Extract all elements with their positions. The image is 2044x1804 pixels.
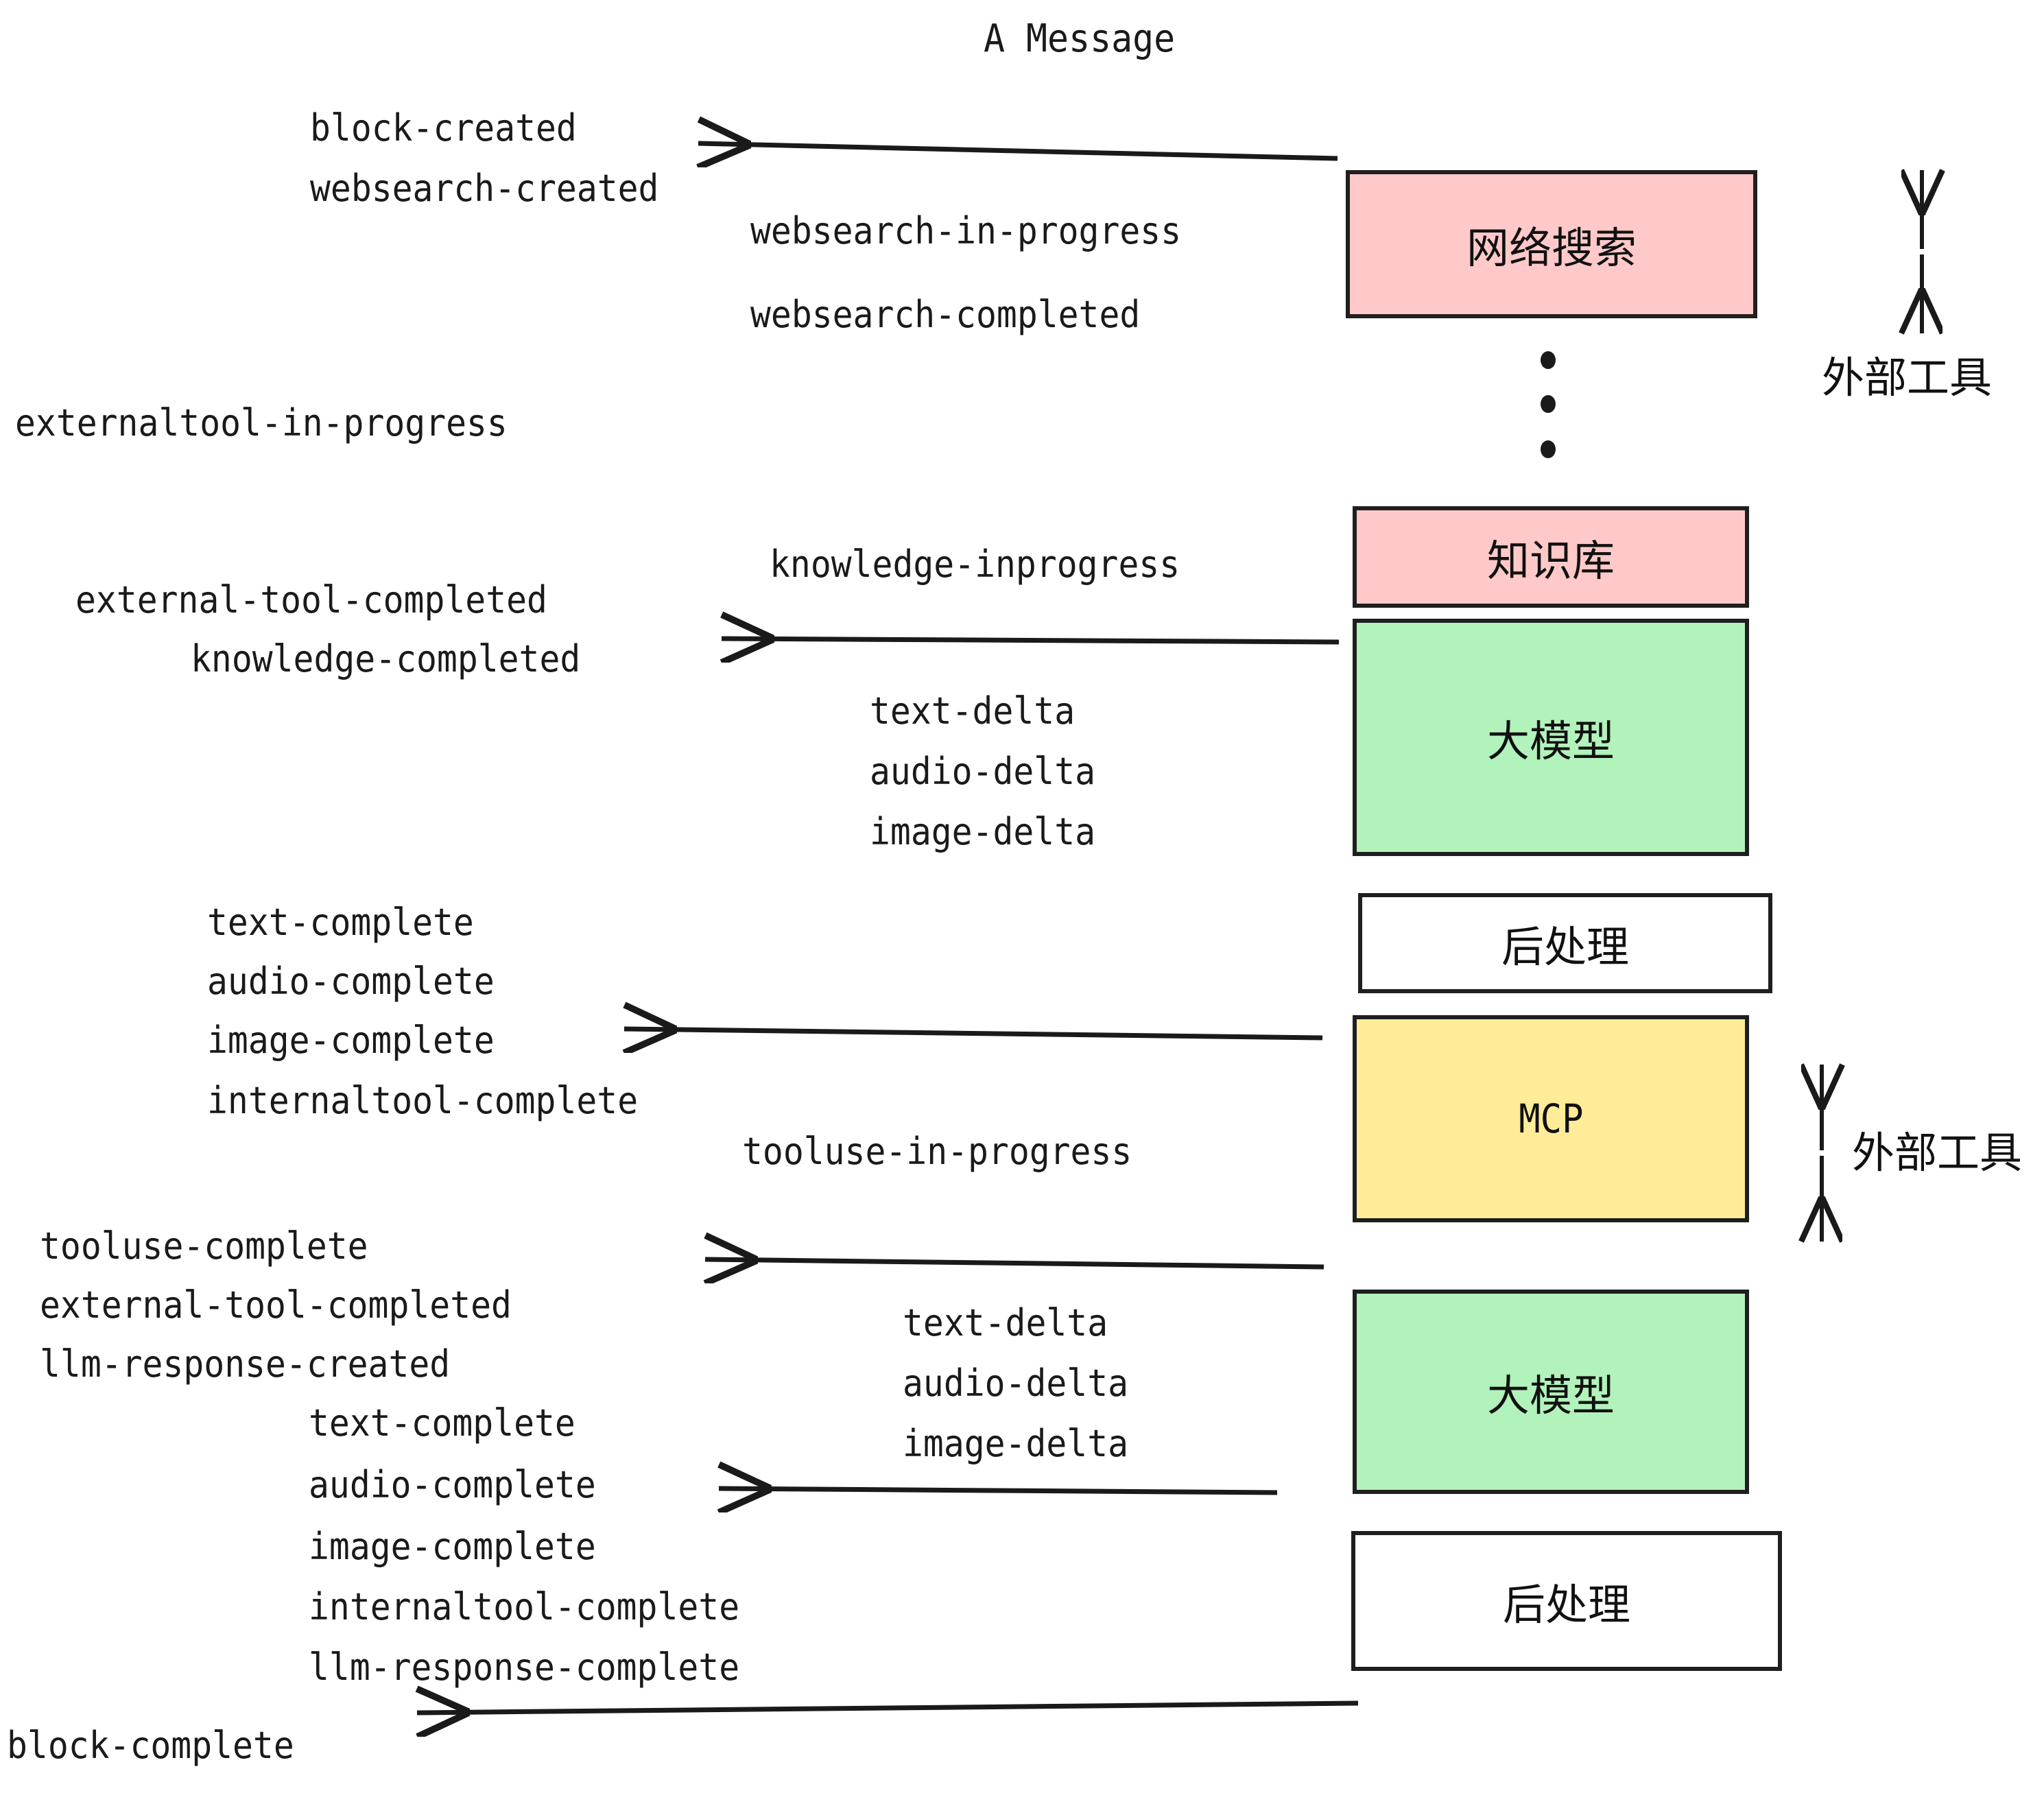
node-box: 大模型 bbox=[1353, 619, 1749, 856]
event-label: text-delta bbox=[903, 1301, 1108, 1344]
external-tool-label: 外部工具 bbox=[1852, 1128, 2023, 1178]
node-box: 大模型 bbox=[1353, 1290, 1749, 1494]
event-label: knowledge-inprogress bbox=[770, 543, 1180, 586]
ellipsis-dot-icon bbox=[1541, 351, 1556, 369]
event-label: audio-complete bbox=[207, 960, 495, 1003]
event-label: audio-delta bbox=[870, 750, 1096, 793]
event-label: websearch-in-progress bbox=[750, 209, 1182, 252]
event-label: llm-response-created bbox=[40, 1342, 451, 1386]
event-label: externaltool-in-progress bbox=[15, 401, 508, 444]
event-label: websearch-created bbox=[310, 167, 659, 210]
event-label: websearch-completed bbox=[750, 293, 1141, 336]
event-label: audio-delta bbox=[903, 1362, 1129, 1405]
external-tool-label: 外部工具 bbox=[1822, 353, 1993, 403]
node-box-label: 后处理 bbox=[1502, 1580, 1630, 1630]
event-label: image-complete bbox=[309, 1525, 596, 1568]
node-box: 网络搜索 bbox=[1346, 170, 1757, 318]
block-complete-arrow bbox=[417, 1703, 1359, 1713]
ellipsis-dot-icon bbox=[1541, 395, 1556, 413]
event-label: tooluse-complete bbox=[40, 1224, 368, 1268]
event-label: external-tool-completed bbox=[40, 1283, 512, 1327]
event-label: internaltool-complete bbox=[309, 1585, 740, 1628]
event-label: block-complete bbox=[7, 1724, 294, 1767]
mcp-return-arrow bbox=[705, 1259, 1324, 1267]
event-label: image-complete bbox=[207, 1019, 495, 1062]
node-box-label: 后处理 bbox=[1501, 922, 1629, 972]
event-label: image-delta bbox=[870, 810, 1096, 853]
node-box-label: MCP bbox=[1518, 1095, 1584, 1142]
event-label: knowledge-completed bbox=[191, 637, 581, 680]
event-label: text-complete bbox=[207, 901, 474, 944]
event-label: internaltool-complete bbox=[207, 1079, 639, 1122]
event-label: text-complete bbox=[309, 1401, 575, 1445]
ellipsis-dot-icon bbox=[1541, 440, 1556, 458]
page-title: A Message bbox=[984, 16, 1176, 61]
node-box: MCP bbox=[1353, 1015, 1749, 1222]
event-label: image-delta bbox=[903, 1422, 1129, 1465]
event-label: audio-complete bbox=[309, 1463, 596, 1506]
event-label: llm-response-complete bbox=[309, 1646, 740, 1689]
node-box: 知识库 bbox=[1353, 506, 1749, 608]
node-box-label: 知识库 bbox=[1486, 536, 1615, 586]
node-box-label: 大模型 bbox=[1486, 716, 1615, 766]
node-box-label: 大模型 bbox=[1486, 1370, 1615, 1421]
postprocess-return-arrow bbox=[624, 1029, 1323, 1038]
llm-return-arrow bbox=[719, 1488, 1278, 1493]
node-box-label: 网络搜索 bbox=[1466, 223, 1637, 273]
knowledge-return-arrow bbox=[722, 639, 1340, 642]
event-label: text-delta bbox=[870, 689, 1076, 733]
websearch-return-arrow bbox=[698, 143, 1338, 158]
node-box: 后处理 bbox=[1358, 893, 1772, 993]
event-label: external-tool-completed bbox=[75, 578, 547, 621]
node-box: 后处理 bbox=[1351, 1531, 1782, 1671]
event-label: tooluse-in-progress bbox=[742, 1130, 1132, 1173]
event-label: block-created bbox=[310, 106, 577, 150]
